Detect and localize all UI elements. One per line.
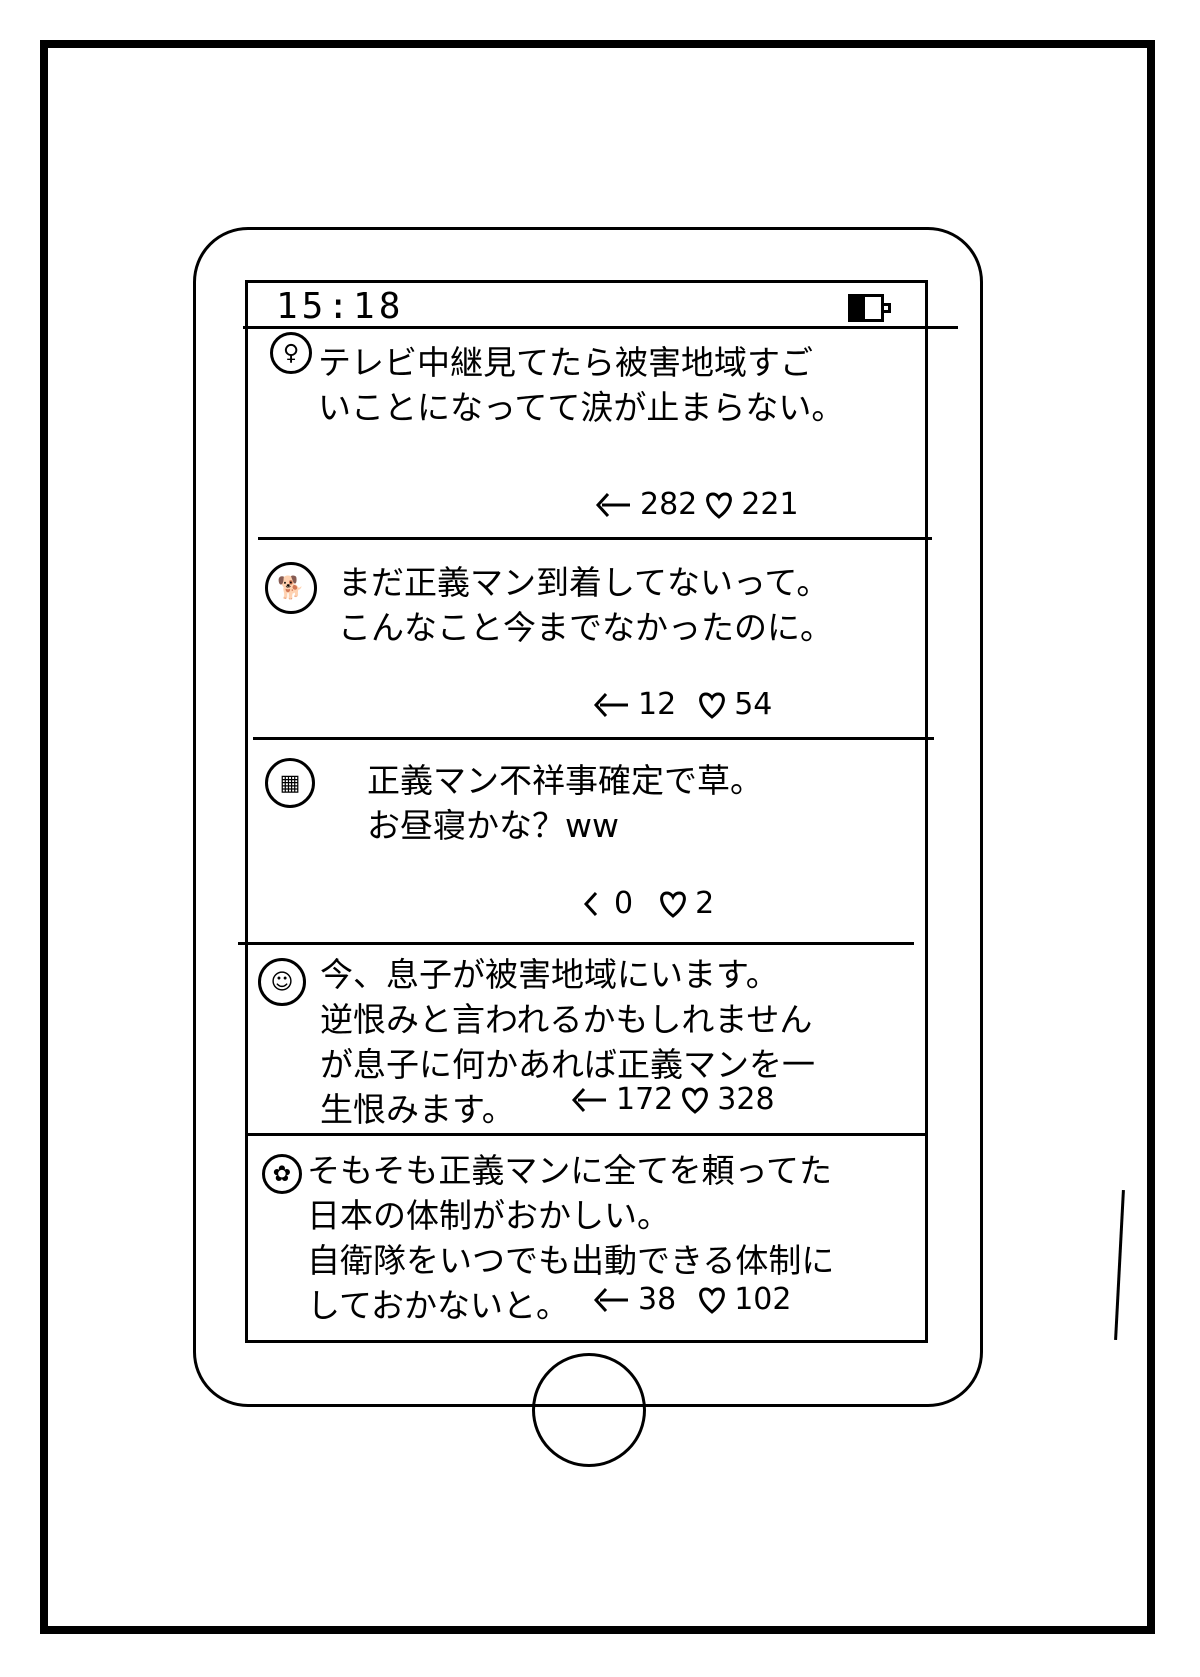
- post-stats: 282 221: [594, 487, 799, 522]
- repost-icon[interactable]: [594, 490, 634, 520]
- repost-count: 12: [638, 687, 677, 722]
- phone-screen: [245, 280, 928, 1343]
- building-icon[interactable]: ▦: [265, 758, 315, 808]
- post-divider: [258, 537, 932, 540]
- like-count: 221: [741, 487, 799, 522]
- woman-with-bottle-icon[interactable]: ♀: [270, 332, 312, 374]
- post-stats: 12 54: [592, 687, 772, 722]
- like-count: 102: [734, 1282, 792, 1317]
- comic-panel-frame: [40, 40, 1155, 1634]
- dog-icon[interactable]: 🐕: [265, 562, 317, 614]
- home-button[interactable]: [532, 1353, 646, 1467]
- repost-icon[interactable]: [570, 1085, 610, 1115]
- heart-icon[interactable]: [679, 1085, 711, 1115]
- post-text: 今、息子が被害地域にいます。 逆恨みと言われるかもしれません が息子に何かあれば…: [320, 955, 815, 1129]
- like-count: 54: [734, 687, 773, 722]
- like-count: 328: [717, 1082, 775, 1117]
- like-count: 2: [695, 886, 715, 921]
- repost-count: 282: [640, 487, 698, 522]
- repost-count: 0: [614, 886, 634, 921]
- post-divider: [253, 737, 934, 740]
- heart-icon[interactable]: [657, 889, 689, 919]
- post-divider: [245, 1133, 928, 1136]
- repost-icon[interactable]: [582, 889, 608, 919]
- repost-count: 38: [638, 1282, 677, 1317]
- repost-count: 172: [616, 1082, 674, 1117]
- battery-icon: [848, 294, 891, 322]
- post-divider: [238, 942, 914, 945]
- post-stats: 38 102: [592, 1282, 791, 1317]
- curly-hair-person-icon[interactable]: ✿: [262, 1154, 302, 1194]
- person-icon[interactable]: ☺: [258, 958, 306, 1006]
- heart-icon[interactable]: [696, 690, 728, 720]
- repost-icon[interactable]: [592, 1285, 632, 1315]
- heart-icon[interactable]: [703, 490, 735, 520]
- status-divider: [243, 326, 958, 329]
- heart-icon[interactable]: [696, 1285, 728, 1315]
- post-text: そもそも正義マンに全てを頼ってた 日本の体制がおかしい。 自衛隊をいつでも出動で…: [307, 1151, 835, 1325]
- post-stats: 0 2: [582, 886, 714, 921]
- post-text: まだ正義マン到着してないって。 こんなこと今までなかったのに。: [338, 563, 833, 647]
- repost-icon[interactable]: [592, 690, 632, 720]
- status-time: 15:18: [276, 286, 405, 327]
- post-stats: 172 328: [570, 1082, 775, 1117]
- post-text: テレビ中継見てたら被害地域すご いことになってて涙が止まらない。: [318, 343, 845, 427]
- post-text: 正義マン不祥事確定で草。 お昼寝かな？ww: [367, 761, 763, 845]
